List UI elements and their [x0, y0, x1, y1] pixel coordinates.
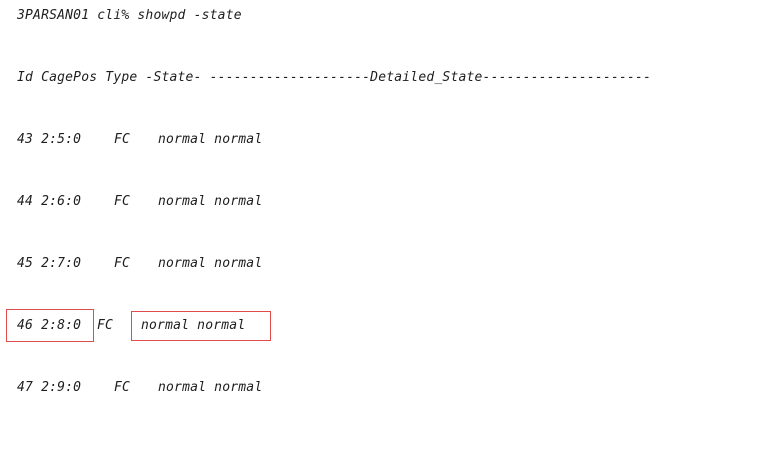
row-state: normal normal — [158, 256, 263, 271]
row-state: normal normal — [158, 194, 263, 209]
row-type: FC — [114, 380, 131, 395]
row-state: normal normal — [158, 380, 263, 395]
table-header: Id CagePos Type -State- ----------------… — [17, 70, 652, 85]
row-type: FC — [97, 318, 114, 333]
highlight-box-state — [131, 311, 271, 341]
row-id-cagepos: 44 2:6:0 — [17, 194, 82, 209]
table-row: 43 2:5:0 FC normal normal — [17, 132, 262, 148]
table-row-highlighted: 46 2:8:0 FC normal normal — [17, 318, 245, 334]
table-row: 44 2:6:0 FC normal normal — [17, 194, 262, 210]
row-type: FC — [114, 256, 131, 271]
table-row: 45 2:7:0 FC normal normal — [17, 256, 262, 272]
row-state: normal normal — [158, 132, 263, 147]
command-line: 3PARSAN01 cli% showpd -state — [17, 8, 242, 23]
table-row: 47 2:9:0 FC normal normal — [17, 380, 262, 396]
row-state: normal normal — [141, 318, 246, 333]
row-id-cagepos: 45 2:7:0 — [17, 256, 82, 271]
row-type: FC — [114, 194, 131, 209]
highlight-box-cagepos — [6, 309, 94, 342]
row-type: FC — [114, 132, 131, 147]
row-id-cagepos: 47 2:9:0 — [17, 380, 82, 395]
row-id-cagepos: 43 2:5:0 — [17, 132, 82, 147]
row-id-cagepos: 46 2:8:0 — [17, 318, 82, 333]
